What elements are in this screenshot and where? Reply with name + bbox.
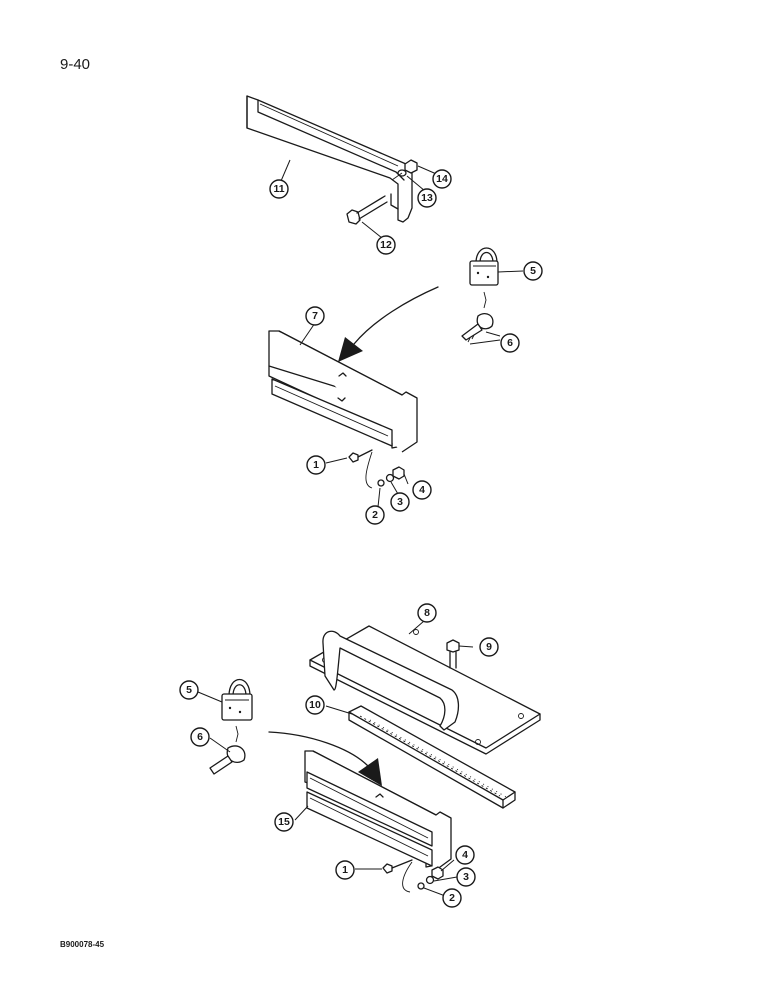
svg-text:5: 5 (186, 684, 192, 696)
keys-part-6-upper (461, 291, 494, 343)
cover-plate-part-11 (246, 95, 413, 223)
svg-text:11: 11 (273, 183, 284, 195)
svg-text:6: 6 (197, 731, 203, 743)
svg-text:1: 1 (342, 864, 348, 876)
hardware-parts-lower-1-2-3-4 (382, 859, 444, 893)
callout-13: 13 (417, 188, 437, 208)
svg-text:14: 14 (436, 173, 448, 185)
curved-arrow-upper (353, 286, 439, 345)
keys-part-6-lower (209, 725, 246, 775)
callout-4-upper: 4 (412, 480, 432, 500)
svg-text:4: 4 (462, 849, 468, 861)
callout-5-upper: 5 (523, 261, 543, 281)
arrowhead-upper (338, 337, 363, 362)
svg-text:8: 8 (424, 607, 430, 619)
callout-15: 15 (274, 812, 294, 832)
callout-2-upper: 2 (365, 505, 385, 525)
callout-10: 10 (305, 695, 325, 715)
lock-box-door-part-15 (304, 750, 452, 871)
svg-text:9: 9 (486, 641, 492, 653)
hardware-parts-1-2-3-4 (348, 449, 405, 489)
svg-text:10: 10 (309, 699, 321, 711)
callout-6-upper: 6 (500, 333, 520, 353)
curved-arrow-lower (268, 731, 369, 767)
svg-text:4: 4 (419, 484, 425, 496)
callout-2-lower: 2 (442, 888, 462, 908)
seal-strip-part-10 (348, 705, 516, 809)
svg-text:13: 13 (421, 192, 433, 204)
callout-7: 7 (305, 306, 325, 326)
page-number: 9-40 (60, 56, 91, 73)
callout-3-lower: 3 (456, 867, 476, 887)
washer-nut-parts-13-14 (391, 159, 418, 181)
bolt-part-12 (346, 195, 388, 225)
svg-text:1: 1 (313, 459, 319, 471)
svg-text:15: 15 (278, 816, 290, 828)
callout-1-lower: 1 (335, 860, 355, 880)
lid-handle (322, 630, 460, 731)
callout-14: 14 (432, 169, 452, 189)
arrowhead-lower (358, 758, 382, 786)
callout-3-upper: 3 (390, 492, 410, 512)
lock-box-door-part-7 (268, 330, 418, 453)
figure-code: B900078-45 (60, 940, 105, 949)
svg-text:3: 3 (397, 496, 403, 508)
padlock-part-5-lower (221, 679, 253, 721)
callout-9: 9 (479, 637, 499, 657)
callout-4-lower: 4 (455, 845, 475, 865)
callout-11: 11 (269, 179, 289, 199)
bolt-part-9 (446, 639, 460, 669)
svg-text:12: 12 (380, 239, 392, 251)
svg-text:2: 2 (449, 892, 455, 904)
leader-lines (197, 159, 524, 898)
callout-5-lower: 5 (179, 680, 199, 700)
svg-text:7: 7 (312, 310, 318, 322)
svg-text:3: 3 (463, 871, 469, 883)
callout-8: 8 (417, 603, 437, 623)
padlock-part-5-upper (469, 247, 499, 286)
svg-text:5: 5 (530, 265, 536, 277)
callout-1-upper: 1 (306, 455, 326, 475)
callout-6-lower: 6 (190, 727, 210, 747)
svg-text:2: 2 (372, 509, 378, 521)
svg-text:6: 6 (507, 337, 513, 349)
callout-12: 12 (376, 235, 396, 255)
